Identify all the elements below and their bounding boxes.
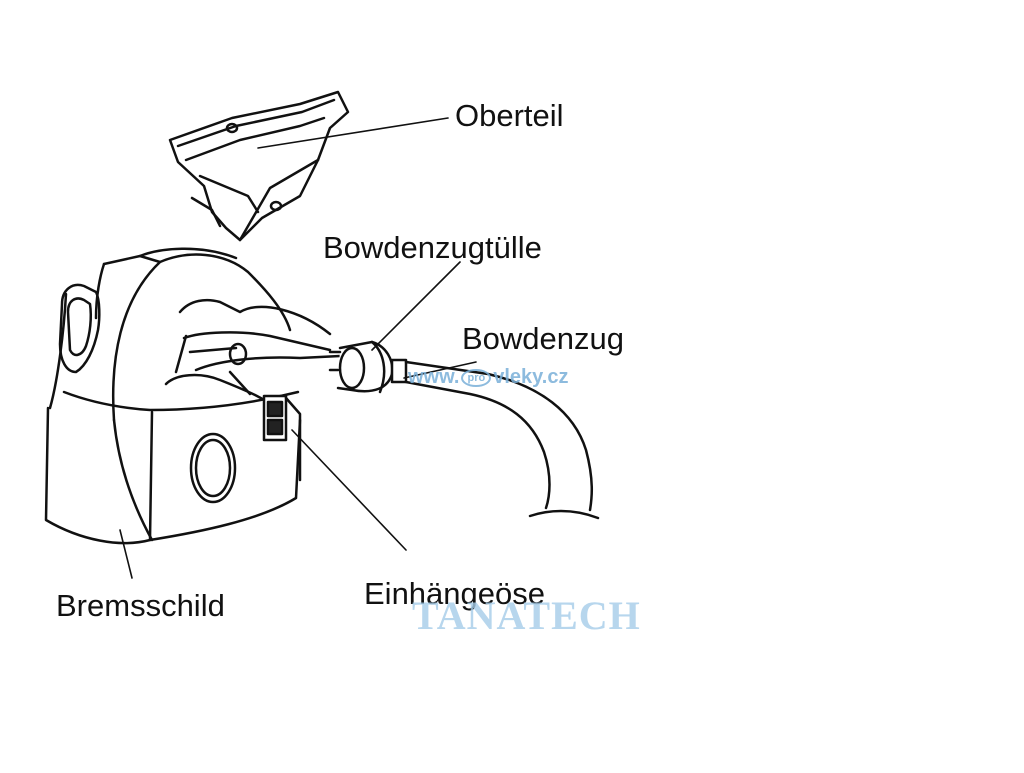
- leader-lines: [120, 118, 476, 578]
- watermark-brand: TANATECH: [412, 593, 641, 638]
- watermark-url-domain: vleky.cz: [493, 366, 569, 388]
- label-bowdenzug: Bowdenzug: [462, 321, 625, 356]
- label-bremsschild: Bremsschild: [56, 588, 225, 623]
- leader-oberteil: [258, 118, 448, 148]
- label-einhaengeoese: Einhängeöse: [364, 576, 545, 611]
- watermark-logo-icon: pro: [461, 368, 492, 387]
- label-oberteil: Oberteil: [455, 98, 564, 133]
- leader-einhaengeoese: [292, 430, 406, 550]
- bowden-cable: [330, 342, 598, 518]
- cable-mechanism: [166, 300, 340, 480]
- watermark-url-prefix: www.: [408, 366, 460, 388]
- label-bowdenzugtuelle: Bowdenzugtülle: [323, 230, 542, 265]
- oberteil-part: [170, 92, 348, 240]
- bremsschild-part: [46, 249, 300, 543]
- leader-bowdenzugtuelle: [372, 262, 460, 350]
- leader-bowdenzug: [404, 362, 476, 378]
- leader-bremsschild: [120, 530, 132, 578]
